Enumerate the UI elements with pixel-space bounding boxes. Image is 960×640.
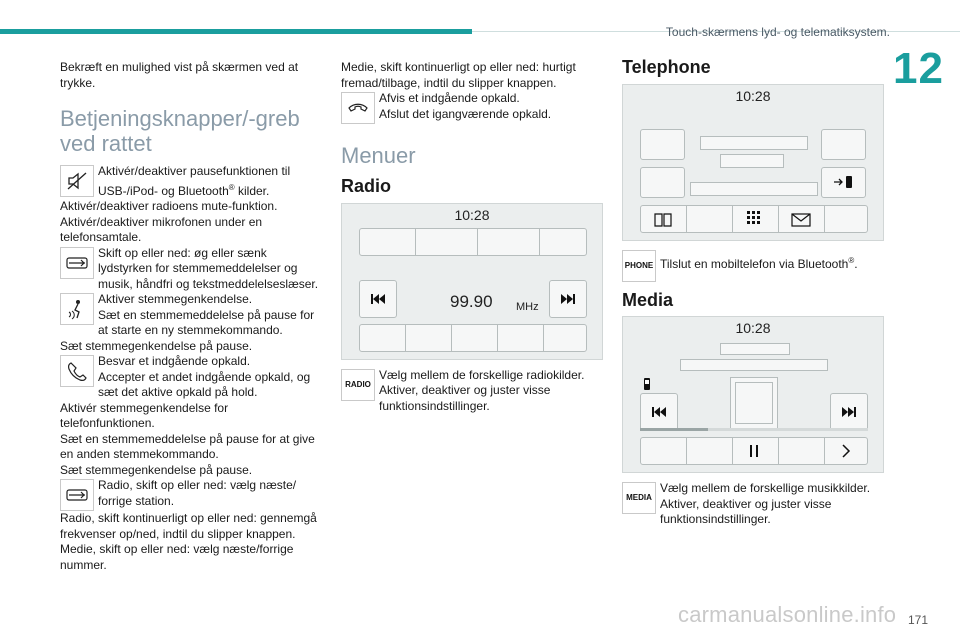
phone-button-mid-left[interactable] [640, 166, 685, 198]
media-screen: 10:28 [622, 316, 884, 473]
radio-text-l2: Aktiver, deaktiver og juster visse funkt… [379, 383, 551, 413]
phone-icon: PHONE [622, 249, 656, 282]
media-progress-fill [640, 428, 709, 431]
entry-mute-l1: Aktivér/deaktiver pausefunktionen til [98, 164, 291, 178]
phone-registered-mark: ® [848, 255, 855, 265]
phone-info-line-1 [700, 135, 808, 150]
contacts-icon[interactable] [654, 212, 672, 228]
prev-icon [371, 293, 385, 304]
media-next-button[interactable] [830, 393, 868, 431]
media-text-l1: Vælg mellem de forskellige musikkilder. [660, 481, 871, 495]
radio-presets-top[interactable] [359, 227, 587, 256]
entry-mute-rest: Aktivér/deaktiver radioens mute-funktion… [60, 199, 278, 244]
entry-volume-l1: Skift op eller ned: øg eller sænk lydsty… [98, 245, 319, 291]
mobile-icon [644, 378, 650, 390]
entry-media-menu: MEDIA Vælg mellem de forskellige musikki… [622, 481, 886, 528]
page-number: 171 [907, 613, 928, 627]
messages-icon[interactable] [791, 212, 811, 227]
header-accent-bar [0, 29, 472, 34]
entry-answer-l2: Accepter et andet indgående opkald, og s… [98, 369, 311, 400]
entry-hangup: Afvis et indgående opkald. Afslut det ig… [341, 91, 605, 124]
phone-clock: 10:28 [735, 87, 771, 104]
chevron-right-icon[interactable] [841, 444, 851, 458]
entry-phone-menu: PHONE Tilslut en mobiltelefon via Blueto… [622, 249, 886, 282]
radio-clock: 10:28 [454, 206, 490, 223]
next-icon [561, 293, 575, 304]
radio-unit: MHz [516, 300, 539, 313]
media-album-art [730, 377, 778, 429]
media-progress-track[interactable] [640, 428, 868, 431]
entry-mute: Aktivér/deaktiver pausefunktionen til US… [60, 164, 322, 199]
header-rule [472, 31, 960, 32]
entry-volume: Skift op eller ned: øg eller sænk lydsty… [60, 246, 322, 293]
phone-button-top-right[interactable] [821, 128, 866, 160]
entry-radio-switch: Radio, skift op eller ned: vælg næste/ f… [60, 478, 322, 511]
entry-mute-l2b: kilder. [234, 183, 270, 198]
phone-transfer-icon [833, 176, 852, 188]
phone-transfer-button[interactable] [821, 166, 866, 198]
radio-presets-bottom[interactable] [359, 323, 587, 352]
radio-prev-button[interactable] [359, 279, 397, 318]
radio-text-l1: Vælg mellem de forskellige radiokilder. [379, 367, 585, 382]
entry-voice-l3: Sæt stemmegenkendelse på pause. [60, 338, 253, 353]
registered-mark: ® [228, 182, 235, 192]
column-3: Telephone 10:28 PHONE Tilslut en mobilte… [622, 57, 886, 528]
phone-text-dot: . [854, 256, 858, 271]
media-text-l2: Aktiver, deaktiver og juster visse funkt… [660, 496, 832, 527]
entry-mute-l2: USB-/iPod- og Bluetooth [98, 183, 229, 198]
entry-radio-switch-l2: Radio, skift kontinuerligt op eller ned:… [60, 511, 317, 541]
phone-info-line-2 [720, 153, 784, 168]
telephone-screen: 10:28 [622, 83, 884, 241]
section-heading-menus: Menuer [341, 143, 416, 168]
phone-bottom-bar [640, 204, 868, 233]
entry-answer-l4: Sæt en stemmemeddelelse på pause for at … [60, 431, 315, 462]
media-heading: Media [622, 289, 674, 310]
phone-info-line-3 [690, 181, 818, 196]
column-2: Medie, skift kontinuerligt op eller ned:… [341, 60, 605, 414]
section-heading-controls: Betjeningsknapper/-greb ved rattet [60, 106, 300, 156]
entry-voice-l1: Aktiver stemmegenkendelse. [98, 292, 253, 306]
media-bottom-bar [640, 437, 868, 465]
phone-answer-icon [60, 355, 94, 387]
media-info-line-2 [680, 359, 828, 371]
watermark: carmanualsonline.info [678, 602, 897, 627]
chapter-number: 12 [893, 44, 944, 93]
entry-voice: Aktiver stemmegenkendelse. Sæt en stemme… [60, 292, 322, 339]
phone-hangup-icon [341, 92, 375, 124]
column-1: Bekræft en mulighed vist på skærmen ved … [60, 60, 322, 573]
media-clock: 10:28 [735, 320, 771, 336]
radio-icon: RADIO [341, 368, 375, 401]
voice-icon [60, 293, 94, 325]
entry-answer-l1: Besvar et indgående opkald. [98, 354, 251, 368]
phone-text: Tilslut en mobiltelefon via Bluetooth [660, 256, 849, 271]
entry-answer-l3: Aktivér stemmegenkendelse for telefonfun… [60, 400, 229, 431]
header-title: Touch-skærmens lyd- og telematiksystem. [665, 25, 890, 39]
media-info-line-1 [720, 343, 790, 355]
entry-voice-l2: Sæt en stemmemeddelelse på pause for at … [98, 307, 315, 338]
entry-radio-switch-l1: Radio, skift op eller ned: vælg næste/ f… [98, 478, 297, 508]
entry-hangup-l2: Afslut det igangværende opkald. [379, 106, 552, 121]
col2-intro: Medie, skift kontinuerligt op eller ned:… [341, 60, 576, 90]
mute-icon [60, 165, 94, 197]
phone-button-top-left[interactable] [640, 128, 685, 160]
entry-answer: Besvar et indgående opkald. Accepter et … [60, 354, 322, 401]
entry-radio-menu: RADIO Vælg mellem de forskellige radioki… [341, 368, 605, 415]
dialpad-icon[interactable] [746, 210, 762, 228]
entry-hangup-l1: Afvis et indgående opkald. [379, 91, 520, 105]
next-icon [842, 407, 856, 417]
volume-switch-icon [60, 246, 94, 279]
scroll-switch-icon [60, 479, 94, 511]
pause-icon[interactable] [749, 444, 759, 458]
radio-next-button[interactable] [549, 279, 587, 318]
media-prev-button[interactable] [640, 393, 678, 431]
telephone-heading: Telephone [622, 57, 711, 77]
media-icon: MEDIA [622, 482, 656, 514]
entry-radio-switch-l3: Medie, skift op eller ned: vælg næste/fo… [60, 542, 294, 572]
radio-screen: 10:28 99.90 MHz [341, 202, 603, 360]
entry-answer-l5: Sæt stemmegenkendelse på pause. [60, 462, 253, 477]
radio-heading: Radio [341, 176, 392, 196]
radio-frequency: 99.90 [450, 291, 493, 311]
intro-text: Bekræft en mulighed vist på skærmen ved … [60, 60, 299, 90]
prev-icon [652, 407, 666, 417]
